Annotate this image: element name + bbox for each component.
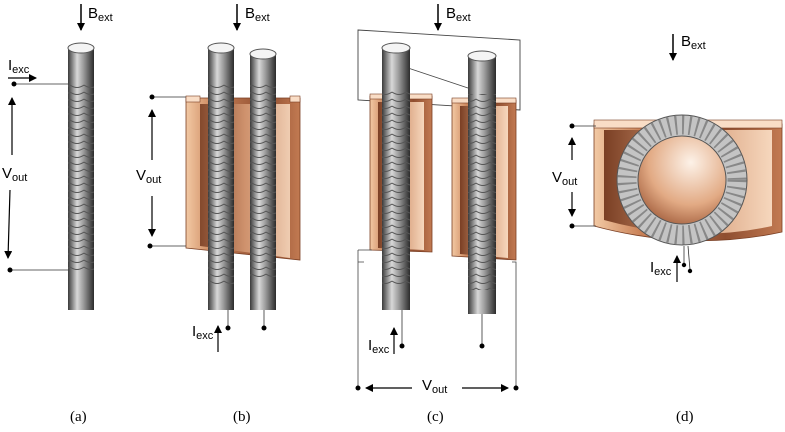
- vout-label-d: Vout: [552, 169, 578, 188]
- terminal-b-bottom: [147, 243, 153, 249]
- coil-b2: [250, 84, 276, 280]
- bext-label-b: Bext: [245, 5, 270, 24]
- terminal-a-bottom: [7, 267, 13, 273]
- rod-b1-top: [207, 42, 235, 54]
- terminal-d-top: [569, 123, 575, 129]
- rod-c1-top: [381, 42, 411, 54]
- iexc-label-d: Iexc: [650, 259, 672, 278]
- terminal-d-bottom: [569, 223, 575, 229]
- panel-a: [4, 4, 95, 310]
- terminal-c-right: [513, 385, 519, 391]
- coil-c1: [382, 90, 410, 286]
- yoke-c-bottom: [357, 249, 517, 386]
- vout-label-c: Vout: [422, 377, 448, 396]
- iexc-label-c: Iexc: [368, 337, 390, 356]
- rod-c2-top: [467, 50, 497, 62]
- rod-a-top: [67, 42, 95, 54]
- bext-label-a: Bext: [88, 5, 113, 24]
- toroid-bore-d: [637, 135, 727, 225]
- iexc-label-a: Iexc: [8, 57, 30, 76]
- caption-b: (b): [233, 409, 251, 425]
- vout-label-a: Vout: [2, 165, 28, 184]
- terminal-c1: [399, 343, 405, 349]
- terminal-d1: [681, 262, 687, 268]
- panel-b: [147, 4, 301, 352]
- terminal-a-top: [11, 81, 17, 87]
- vout-arrow-a-down: [4, 189, 13, 259]
- lead-d2: [687, 245, 691, 271]
- vout-label-b: Vout: [136, 167, 162, 186]
- panel-d: [568, 34, 783, 282]
- copper-rim-b-right: [289, 95, 301, 103]
- rod-b2-top: [249, 48, 277, 60]
- terminal-b2: [261, 325, 267, 331]
- caption-c: (c): [427, 409, 444, 425]
- coil-b1: [208, 84, 234, 284]
- coil-c2: [468, 94, 496, 290]
- coil-a: [68, 82, 94, 272]
- terminal-c-left: [355, 385, 361, 391]
- toroid-winding-d: [617, 115, 747, 245]
- copper-rim-b-left: [185, 95, 201, 103]
- caption-d: (d): [676, 409, 694, 425]
- terminal-c2: [479, 343, 485, 349]
- bext-label-c: Bext: [446, 5, 471, 24]
- terminal-d2: [687, 268, 693, 274]
- iexc-label-b: Iexc: [192, 323, 214, 342]
- terminal-b1: [225, 325, 231, 331]
- bext-label-d: Bext: [681, 33, 706, 52]
- caption-a: (a): [70, 409, 87, 425]
- panel-c: [355, 4, 521, 392]
- terminal-b-top: [149, 94, 155, 100]
